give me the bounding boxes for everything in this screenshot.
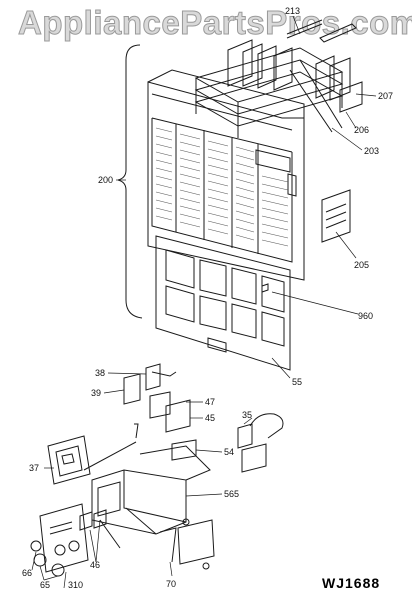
grille-slats [155, 127, 289, 247]
callout-213: 213 [285, 6, 301, 16]
louver-link-bar [319, 23, 357, 43]
callout-65: 65 [40, 580, 51, 590]
filter-panel [155, 235, 291, 371]
callout-39: 39 [91, 388, 102, 398]
callout-46: 46 [90, 560, 101, 570]
callout-206: 206 [354, 125, 370, 135]
callout-37: 37 [29, 463, 40, 473]
screw-small [134, 423, 139, 439]
callout-565: 565 [224, 489, 240, 499]
sensor-35 [237, 423, 253, 449]
control-box [83, 441, 211, 549]
louver-tab-207 [339, 81, 363, 113]
callout-960: 960 [358, 311, 374, 321]
assembly-bracket [117, 44, 143, 319]
leader-lines [31, 15, 377, 589]
mounting-bracket [177, 519, 215, 565]
callout-35: 35 [242, 410, 253, 420]
switch-46 [79, 511, 93, 531]
terminal-board [241, 443, 267, 473]
watermark-text: AppliancePartsPros.com [18, 4, 412, 42]
callout-207: 207 [378, 91, 394, 101]
thermostat-47 [149, 391, 171, 419]
callout-310: 310 [68, 580, 84, 590]
callout-70: 70 [166, 579, 177, 589]
control-door [321, 189, 351, 243]
switch-39 [123, 373, 141, 405]
callout-55: 55 [292, 377, 303, 387]
capacitor-45 [165, 399, 191, 433]
callout-45: 45 [205, 413, 216, 423]
knob-66 [30, 540, 42, 552]
callout-203: 203 [364, 146, 380, 156]
screw-960 [261, 283, 269, 293]
front-frame [147, 69, 305, 281]
louver-rack [194, 47, 344, 138]
callout-66: 66 [22, 568, 33, 578]
screw-70 [159, 527, 177, 563]
relay-38 [145, 363, 161, 391]
callout-47: 47 [205, 397, 216, 407]
control-panel-37 [47, 435, 91, 485]
bracket-54 [171, 439, 197, 461]
model-code: WJ1688 [322, 575, 381, 591]
callout-200: 200 [98, 175, 114, 185]
callout-38: 38 [95, 368, 106, 378]
knob-65a [33, 553, 47, 567]
callout-54: 54 [224, 447, 235, 457]
callout-205: 205 [354, 260, 370, 270]
knob-plate [39, 503, 89, 573]
